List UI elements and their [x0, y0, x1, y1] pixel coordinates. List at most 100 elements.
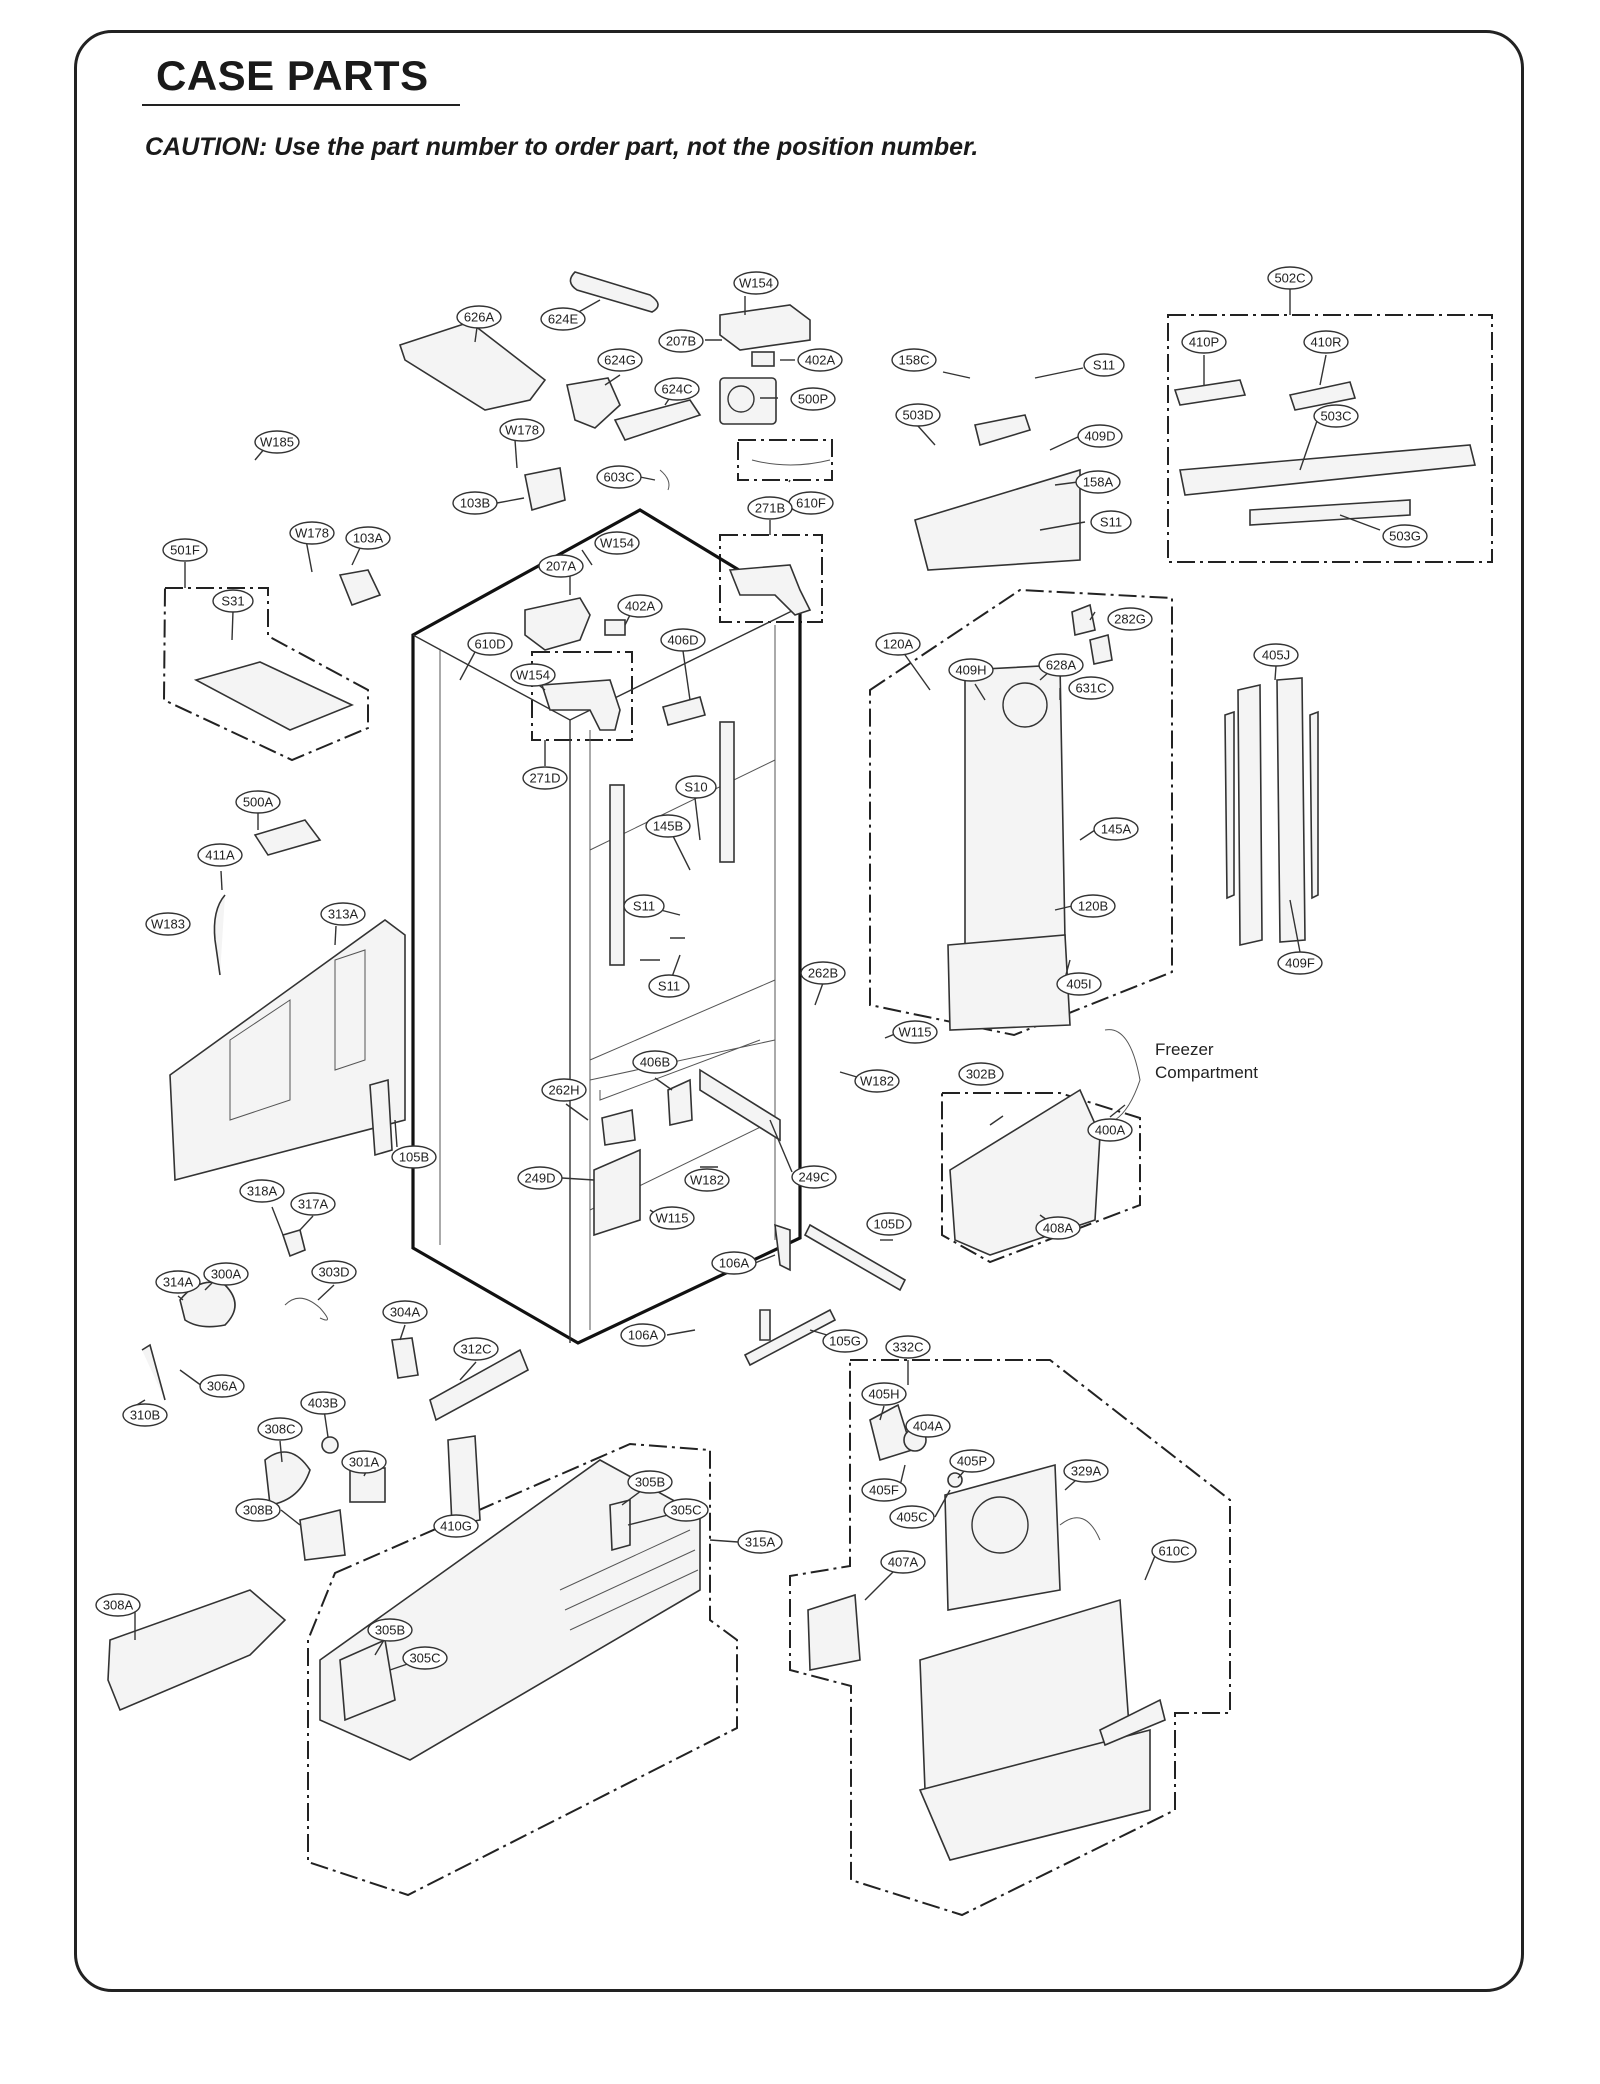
svg-text:S11: S11 — [633, 899, 655, 914]
svg-text:503G: 503G — [1389, 529, 1421, 544]
callout-145B: 145B — [645, 814, 691, 838]
callout-145A: 145A — [1093, 817, 1139, 841]
callout-249D: 249D — [517, 1166, 563, 1190]
callout-W154: W154 — [594, 531, 640, 555]
callout-S11: S11 — [623, 894, 665, 918]
svg-text:308C: 308C — [264, 1422, 295, 1437]
hinges-and-top-parts — [398, 271, 831, 731]
callout-405C: 405C — [889, 1505, 935, 1529]
base-platform — [319, 1223, 907, 1761]
group-outline-315A — [307, 1442, 738, 1897]
callout-S10: S10 — [675, 775, 717, 799]
callout-103B: 103B — [452, 491, 498, 515]
callout-313A: 313A — [320, 902, 366, 926]
svg-text:409D: 409D — [1084, 429, 1115, 444]
svg-text:403B: 403B — [308, 1396, 338, 1411]
svg-text:626A: 626A — [464, 310, 495, 325]
svg-text:315A: 315A — [745, 1535, 776, 1550]
svg-text:406D: 406D — [667, 633, 698, 648]
svg-text:314A: 314A — [163, 1275, 194, 1290]
callout-409F: 409F — [1277, 951, 1323, 975]
svg-text:145A: 145A — [1101, 822, 1132, 837]
svg-text:249C: 249C — [798, 1170, 829, 1185]
svg-text:120B: 120B — [1078, 899, 1108, 914]
title-underline — [142, 104, 460, 106]
callout-410R: 410R — [1303, 330, 1349, 354]
group-outline-332C — [789, 1359, 1231, 1917]
svg-text:332C: 332C — [892, 1340, 923, 1355]
svg-text:405H: 405H — [868, 1387, 899, 1402]
freezer-label-line1: Freezer — [1155, 1040, 1214, 1059]
callout-103A: 103A — [345, 526, 391, 550]
callout-403B: 403B — [300, 1391, 346, 1415]
group-outline-271D — [531, 651, 633, 741]
callout-105G: 105G — [822, 1329, 868, 1353]
callout-624G: 624G — [597, 348, 643, 372]
svg-text:610F: 610F — [796, 496, 826, 511]
svg-text:409F: 409F — [1285, 956, 1315, 971]
callout-405I: 405I — [1056, 972, 1102, 996]
callout-W154: W154 — [733, 271, 779, 295]
callout-207A: 207A — [538, 554, 584, 578]
svg-text:145B: 145B — [653, 819, 683, 834]
svg-text:410P: 410P — [1189, 335, 1219, 350]
svg-text:302B: 302B — [966, 1067, 996, 1082]
caution-note: CAUTION: Use the part number to order pa… — [145, 133, 979, 161]
svg-text:249D: 249D — [524, 1171, 555, 1186]
callout-308A: 308A — [95, 1593, 141, 1617]
svg-text:503C: 503C — [1320, 409, 1351, 424]
svg-text:411A: 411A — [205, 848, 235, 863]
callout-302B: 302B — [958, 1062, 1004, 1086]
callout-502C: 502C — [1267, 266, 1313, 290]
callout-610F: 610F — [788, 491, 834, 515]
svg-text:W178: W178 — [505, 423, 539, 438]
callout-411A: 411A — [197, 843, 243, 867]
svg-text:408A: 408A — [1043, 1221, 1074, 1236]
callout-W154: W154 — [510, 663, 556, 687]
callout-120A: 120A — [875, 632, 921, 656]
svg-text:158C: 158C — [898, 353, 929, 368]
svg-text:103B: 103B — [460, 496, 490, 511]
svg-text:S10: S10 — [684, 780, 707, 795]
callout-503C: 503C — [1313, 404, 1359, 428]
callout-W182: W182 — [684, 1168, 730, 1192]
callout-W185: W185 — [254, 430, 300, 454]
svg-text:S31: S31 — [221, 594, 244, 609]
svg-text:404A: 404A — [913, 1419, 944, 1434]
svg-text:W115: W115 — [656, 1211, 689, 1226]
callout-405H: 405H — [861, 1382, 907, 1406]
callout-305B: 305B — [367, 1618, 413, 1642]
callout-610D: 610D — [467, 632, 513, 656]
svg-text:405J: 405J — [1262, 648, 1290, 663]
callout-305C: 305C — [402, 1646, 448, 1670]
svg-text:406B: 406B — [640, 1055, 670, 1070]
fan-duct-assembly — [807, 1403, 1166, 1861]
callout-332C: 332C — [885, 1335, 931, 1359]
callout-305C: 305C — [663, 1498, 709, 1522]
callout-106A: 106A — [711, 1251, 757, 1275]
cabinet-body — [411, 508, 802, 1345]
svg-text:S11: S11 — [658, 979, 680, 994]
callout-303D: 303D — [311, 1260, 357, 1284]
svg-text:262H: 262H — [548, 1083, 579, 1098]
svg-text:624E: 624E — [548, 312, 579, 327]
callout-406B: 406B — [632, 1050, 678, 1074]
group-outline-502C — [1167, 314, 1493, 563]
callout-W183: W183 — [145, 912, 191, 936]
svg-text:301A: 301A — [349, 1455, 380, 1470]
svg-text:405C: 405C — [896, 1510, 927, 1525]
callout-S31: S31 — [212, 589, 254, 613]
callout-120B: 120B — [1070, 894, 1116, 918]
callout-402A: 402A — [797, 348, 843, 372]
callout-207B: 207B — [658, 329, 704, 353]
svg-text:628A: 628A — [1046, 658, 1077, 673]
svg-text:300A: 300A — [211, 1267, 242, 1282]
svg-text:W154: W154 — [516, 668, 550, 683]
svg-text:105D: 105D — [873, 1217, 904, 1232]
svg-text:207B: 207B — [666, 334, 696, 349]
callout-405F: 405F — [861, 1478, 907, 1502]
freezer-label-line2: Compartment — [1155, 1063, 1258, 1082]
callout-105B: 105B — [391, 1145, 437, 1169]
callout-409D: 409D — [1077, 424, 1123, 448]
